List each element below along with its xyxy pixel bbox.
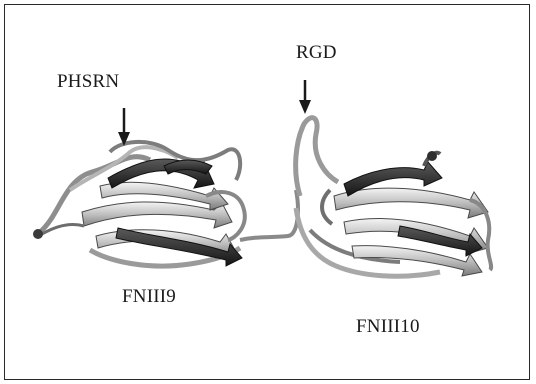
fniii9-domain [33,142,245,266]
fniii9-label: FNIII9 [122,286,176,308]
fniii10-domain [296,118,491,277]
beta-strand [334,188,488,218]
phsrn-label: PHSRN [57,71,119,93]
rgd-label: RGD [296,42,337,64]
loop [322,190,332,224]
interdomain-linker [240,190,298,240]
c-terminus [427,151,437,161]
fniii10-label: FNIII10 [356,316,420,338]
rgd-loop [296,118,338,196]
phsrn-arrow [118,108,130,146]
rgd-arrow [299,80,311,114]
n-terminus [33,229,43,239]
